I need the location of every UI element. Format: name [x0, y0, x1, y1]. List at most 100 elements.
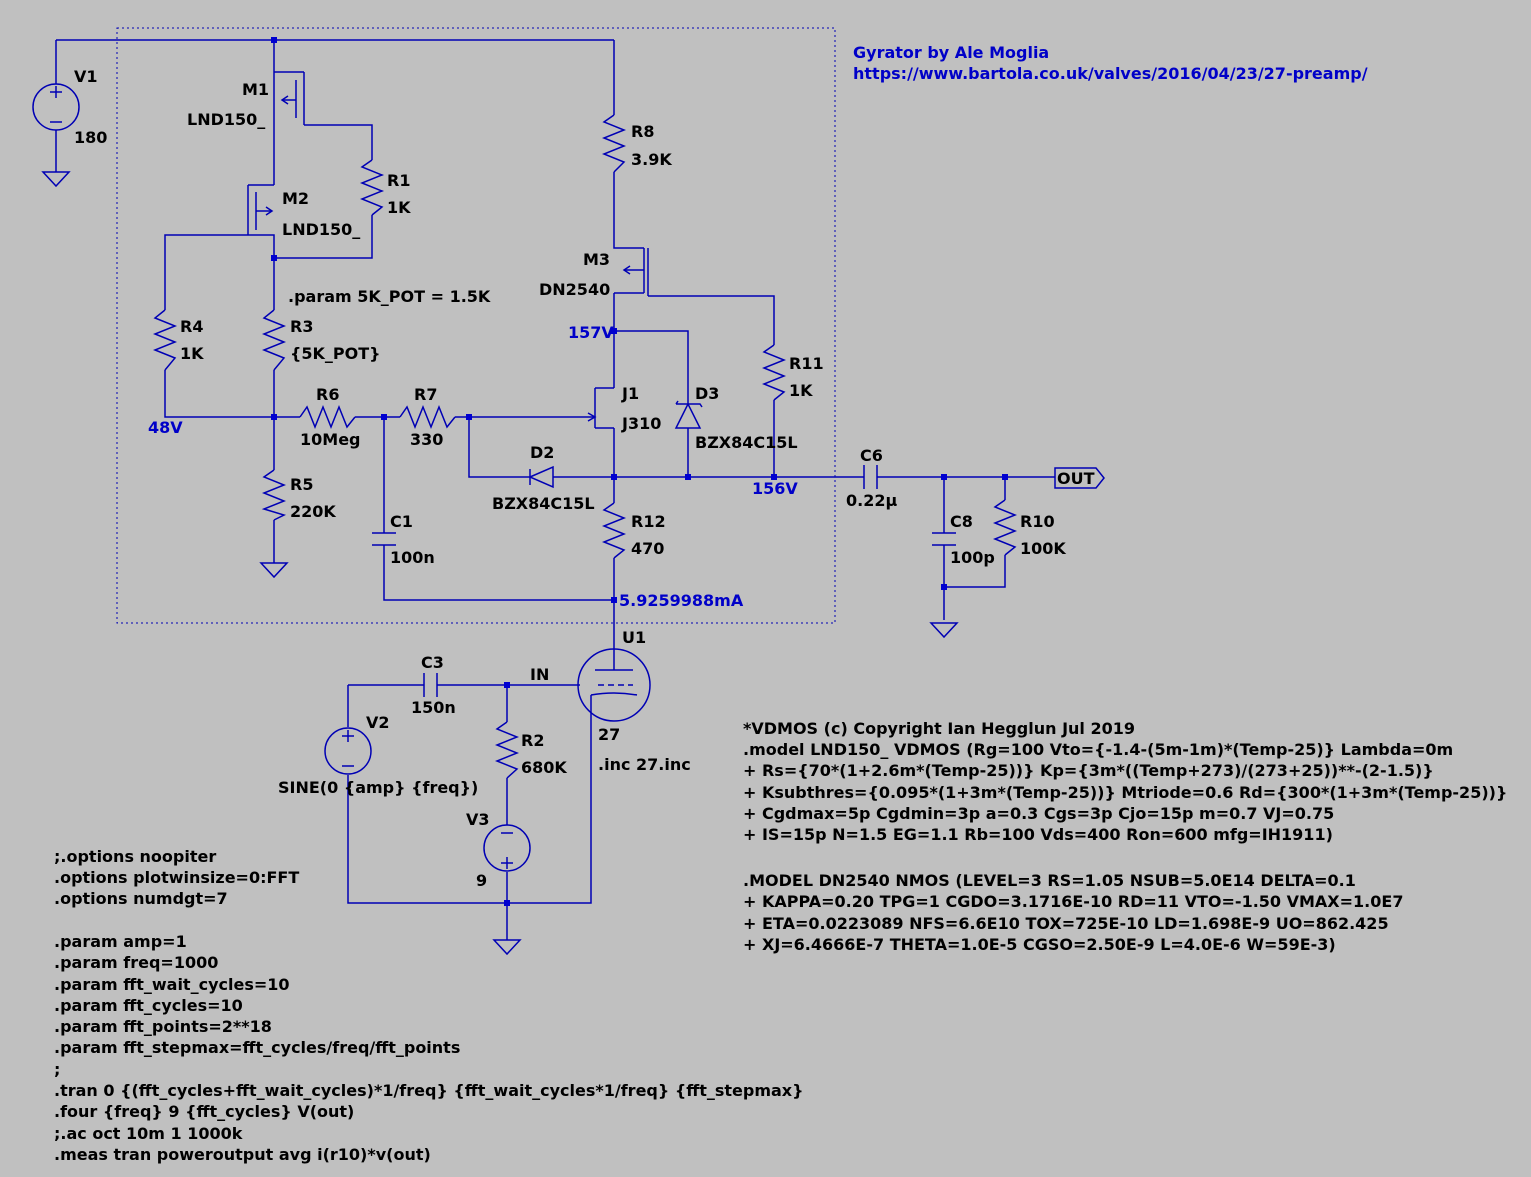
d3-name: D3	[695, 384, 719, 403]
spice-right-line: + Ksubthres={0.095*(1+3m*(Temp-25))} Mtr…	[743, 783, 1507, 802]
spice-right-line: + Cgdmax=5p Cgdmin=3p a=0.3 Cgs=3p Cjo=1…	[743, 804, 1334, 823]
j1-name: J1	[621, 384, 639, 403]
r11-value: 1K	[789, 381, 813, 400]
spice-left-line: .four {freq} 9 {fft_cycles} V(out)	[54, 1102, 354, 1121]
r6-name: R6	[316, 385, 339, 404]
r1-value: 1K	[387, 198, 411, 217]
spice-left-line: .tran 0 {(fft_cycles+fft_wait_cycles)*1/…	[54, 1081, 804, 1100]
d2-value: BZX84C15L	[492, 494, 595, 513]
v3-value: 9	[476, 871, 487, 890]
v1-value: 180	[74, 128, 107, 147]
r12-value: 470	[631, 539, 664, 558]
m2-name: M2	[282, 189, 309, 208]
probe-48v: 48V	[148, 418, 183, 437]
spice-left-line: ;.ac oct 10m 1 1000k	[54, 1124, 243, 1143]
r4-value: 1K	[180, 344, 204, 363]
spice-left-line: ;.options noopiter	[54, 847, 216, 866]
r5-value: 220K	[290, 502, 336, 521]
triode-u1-symbol	[577, 648, 651, 722]
r3-name: R3	[290, 317, 313, 336]
m1-value: LND150_	[187, 110, 265, 129]
spice-right-line: + XJ=6.4666E-7 THETA=1.0E-5 CGSO=2.50E-9…	[743, 935, 1336, 954]
spice-left-line: .param amp=1	[54, 932, 187, 951]
v1-source-symbol	[32, 83, 80, 131]
gyrator-block-boundary	[116, 27, 836, 624]
capacitor-symbols	[372, 465, 956, 697]
in-net-label: IN	[530, 665, 549, 684]
wires	[55, 39, 1055, 940]
spice-left-line: .param fft_points=2**18	[54, 1017, 272, 1036]
r8-value: 3.9K	[631, 150, 672, 169]
out-net-flag	[1054, 467, 1105, 489]
m2-value: LND150_	[282, 220, 360, 239]
r5-name: R5	[290, 475, 313, 494]
u1-include: .inc 27.inc	[598, 755, 691, 774]
probe-156v: 156V	[752, 479, 798, 498]
spice-left-line: .param freq=1000	[54, 953, 218, 972]
probe-current: 5.9259988mA	[619, 591, 744, 610]
c6-value: 0.22µ	[846, 491, 897, 510]
r1-name: R1	[387, 171, 410, 190]
r6-value: 10Meg	[300, 430, 361, 449]
r4-name: R4	[180, 317, 203, 336]
v2-value: SINE(0 {amp} {freq})	[278, 778, 478, 797]
title-line-1: Gyrator by Ale Moglia	[853, 43, 1049, 62]
spice-left-line: ;	[54, 1060, 60, 1079]
r8-name: R8	[631, 122, 654, 141]
v3-source-symbol	[483, 824, 531, 872]
junction-dots	[271, 37, 1008, 906]
d2-name: D2	[530, 443, 554, 462]
m1-name: M1	[242, 80, 269, 99]
j1-value: J310	[621, 414, 661, 433]
spice-left-line: .param fft_stepmax=fft_cycles/freq/fft_p…	[54, 1038, 460, 1057]
r2-name: R2	[521, 731, 544, 750]
spice-left-line: .meas tran poweroutput avg i(r10)*v(out)	[54, 1145, 431, 1164]
c6-name: C6	[860, 446, 883, 465]
ground-symbols	[41, 171, 959, 956]
u1-value: 27	[598, 725, 620, 744]
spice-left-line: .param fft_wait_cycles=10	[54, 975, 290, 994]
r3-value: {5K_POT}	[290, 344, 381, 363]
v3-name: V3	[466, 810, 490, 829]
spice-right-line: + Rs={70*(1+2.6m*(Temp-25))} Kp={3m*((Te…	[743, 761, 1434, 780]
r11-name: R11	[789, 354, 824, 373]
spice-right-line: + ETA=0.0223089 NFS=6.6E10 TOX=725E-10 L…	[743, 914, 1389, 933]
m3-name: M3	[583, 250, 610, 269]
r7-value: 330	[410, 430, 443, 449]
c1-value: 100n	[390, 548, 435, 567]
resistor-symbols	[152, 114, 1018, 779]
spice-left-line: .options plotwinsize=0:FFT	[54, 868, 299, 887]
c8-value: 100p	[950, 548, 995, 567]
spice-right-line: + KAPPA=0.20 TPG=1 CGDO=3.1716E-10 RD=11…	[743, 892, 1403, 911]
param-pot-directive: .param 5K_POT = 1.5K	[288, 287, 491, 306]
r12-name: R12	[631, 512, 666, 531]
out-net-label: OUT	[1057, 469, 1095, 488]
v2-name: V2	[366, 713, 390, 732]
spice-left-line: .options numdgt=7	[54, 889, 228, 908]
diode-symbols	[528, 400, 703, 489]
spice-right-line: + IS=15p N=1.5 EG=1.1 Rb=100 Vds=400 Ron…	[743, 825, 1333, 844]
c3-value: 150n	[411, 698, 456, 717]
transistor-symbols	[247, 72, 649, 429]
c8-name: C8	[950, 512, 973, 531]
spice-right-line: .MODEL DN2540 NMOS (LEVEL=3 RS=1.05 NSUB…	[743, 871, 1356, 890]
spice-directives-left: ;.options noopiter .options plotwinsize=…	[54, 847, 804, 1164]
r10-value: 100K	[1020, 539, 1066, 558]
spice-directives-right: *VDMOS (c) Copyright Ian Hegglun Jul 201…	[743, 719, 1507, 954]
spice-right-line: *VDMOS (c) Copyright Ian Hegglun Jul 201…	[743, 719, 1135, 738]
v2-source-symbol	[324, 727, 372, 775]
spice-left-line: .param fft_cycles=10	[54, 996, 243, 1015]
r2-value: 680K	[521, 758, 567, 777]
r10-name: R10	[1020, 512, 1055, 531]
u1-name: U1	[622, 628, 646, 647]
v1-name: V1	[74, 67, 98, 86]
spice-right-line: .model LND150_ VDMOS (Rg=100 Vto={-1.4-(…	[743, 740, 1453, 759]
r7-name: R7	[414, 385, 437, 404]
title-line-2: https://www.bartola.co.uk/valves/2016/04…	[853, 64, 1368, 83]
c3-name: C3	[421, 653, 444, 672]
probe-157v: 157V	[568, 323, 614, 342]
c1-name: C1	[390, 512, 413, 531]
d3-value: BZX84C15L	[695, 433, 798, 452]
m3-value: DN2540	[539, 280, 610, 299]
